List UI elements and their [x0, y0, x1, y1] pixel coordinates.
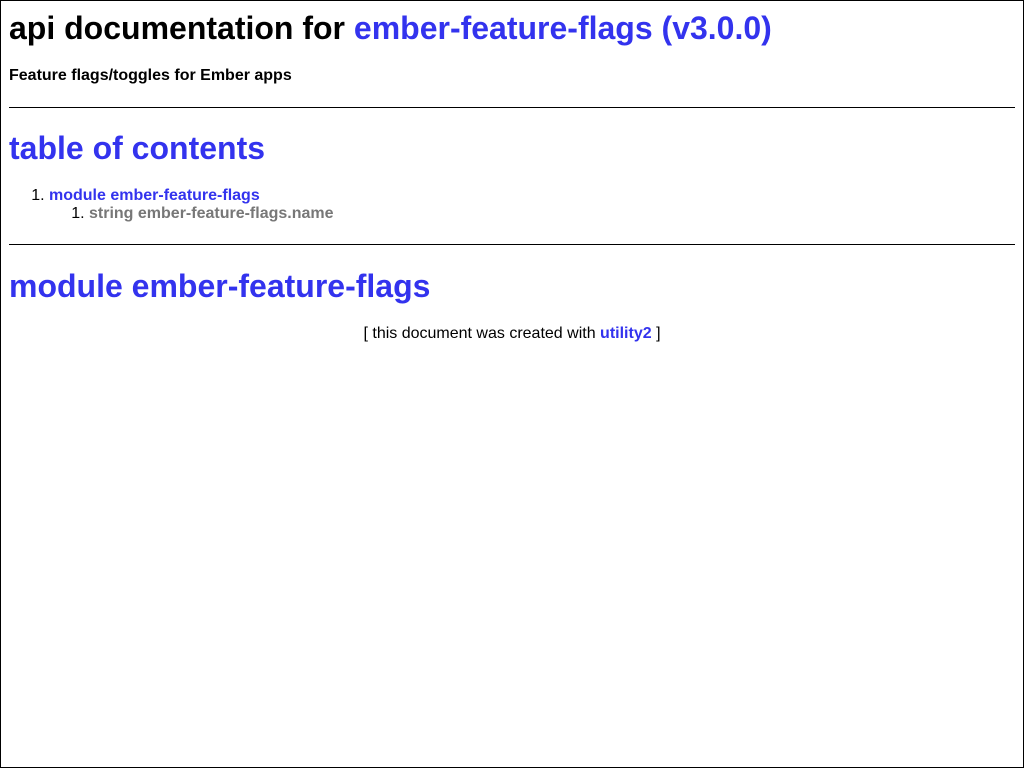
page-title-prefix: api documentation for: [9, 10, 345, 46]
toc-item-member: string ember-feature-flags.name: [89, 205, 334, 223]
toc-module-link[interactable]: module ember-feature-flags: [49, 187, 260, 204]
divider: [9, 244, 1015, 245]
document-page: api documentation for ember-feature-flag…: [1, 1, 1023, 342]
footer: [ this document was created with utility…: [1, 324, 1023, 344]
module-heading-link[interactable]: module ember-feature-flags: [9, 268, 431, 304]
toc-heading: table of contents: [9, 130, 265, 166]
module-heading: module ember-feature-flags: [9, 268, 430, 304]
divider: [9, 107, 1015, 108]
footer-prefix: [ this document was created with: [363, 325, 596, 342]
page-title: api documentation for ember-feature-flag…: [9, 1, 1015, 46]
utility2-link[interactable]: utility2: [600, 325, 652, 342]
package-description: Feature flags/toggles for Ember apps: [9, 67, 292, 84]
toc-member-link[interactable]: string ember-feature-flags.name: [89, 205, 334, 222]
toc-heading-link[interactable]: table of contents: [9, 130, 266, 166]
toc-list: module ember-feature-flags string ember-…: [9, 187, 334, 223]
package-link[interactable]: ember-feature-flags (v3.0.0): [353, 10, 772, 46]
footer-suffix: ]: [656, 325, 661, 342]
toc-item-module: module ember-feature-flags string ember-…: [49, 187, 334, 223]
toc-sublist: string ember-feature-flags.name: [49, 205, 334, 223]
